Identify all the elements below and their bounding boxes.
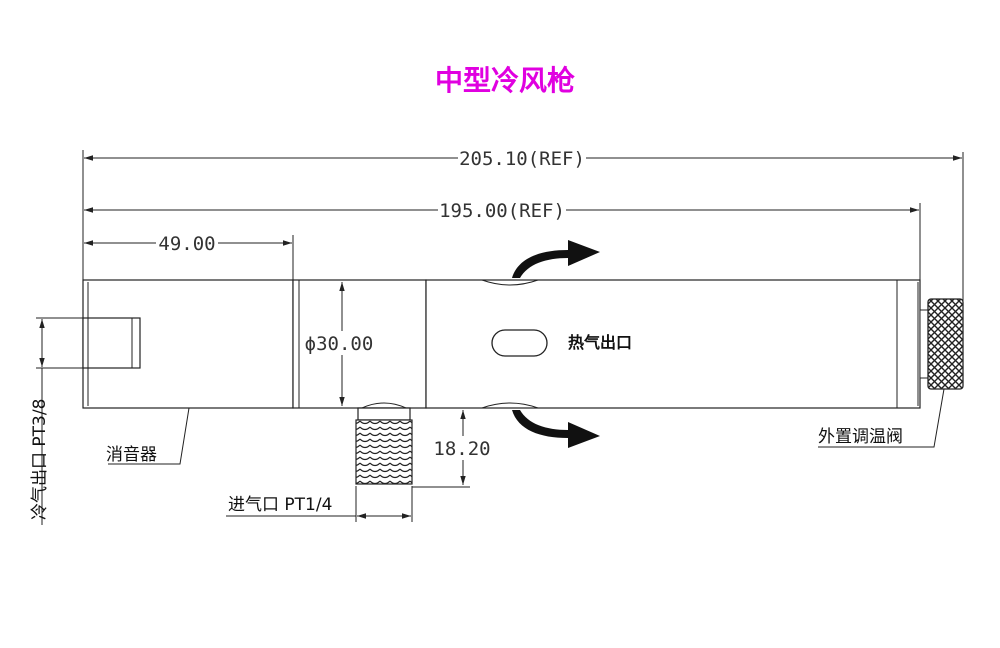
inlet-offset-label: 18.20 [433,438,490,460]
cold-air-outlet-label: 冷气出口 PT3/8 [30,399,50,520]
cold-outlet-port [82,317,141,369]
hot-air-outlet-label: 热气出口 [568,333,632,352]
temperature-valve-knob [919,298,964,390]
hot-air-flow-arrow-bottom [512,410,600,448]
hot-tube-body [425,279,921,409]
muffler-length-label: 49.00 [158,233,215,255]
temp-valve-leader-line [818,388,945,448]
extension-lines [82,150,964,308]
air-inlet-fitting [355,402,413,485]
muffler-label: 消音器 [106,445,157,465]
body-length-label: 195.00(REF) [439,200,565,222]
air-inlet-label: 进气口 PT1/4 [228,495,332,515]
hot-outlet-slot [491,329,548,357]
page-title: 中型冷风枪 [435,64,575,97]
diameter-label: ϕ30.00 [305,333,374,355]
hot-air-flow-arrow-top [512,240,600,278]
overall-length-label: 205.10(REF) [459,148,585,170]
temp-valve-label: 外置调温阀 [818,427,903,447]
muffler-leader-line [108,407,190,465]
muffler-body [82,279,294,409]
